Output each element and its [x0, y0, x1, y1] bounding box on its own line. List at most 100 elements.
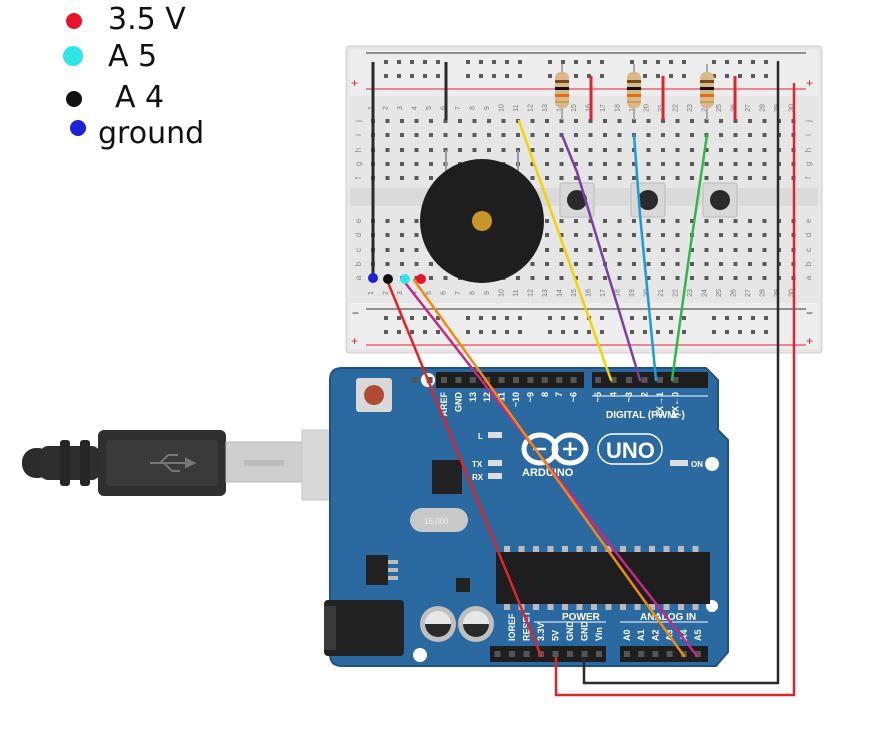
hole [603, 233, 607, 237]
hole [690, 219, 694, 223]
column-number: 14 [557, 289, 564, 297]
hole [545, 219, 549, 223]
rail-hole [436, 74, 440, 78]
header-hole[interactable] [513, 377, 519, 383]
analog-pin-label: A0 [622, 629, 632, 641]
hole [414, 119, 419, 123]
hole [733, 233, 738, 237]
header-hole[interactable] [527, 377, 534, 383]
wire-red-3v3[interactable] [385, 278, 543, 658]
hole [704, 162, 709, 166]
header-hole[interactable] [523, 651, 530, 657]
header-hole[interactable] [441, 377, 447, 383]
column-number: 16 [586, 104, 593, 112]
push-button-1[interactable] [559, 182, 595, 218]
hole [733, 276, 738, 280]
legend-label-ground: ground [98, 116, 204, 151]
header-hole[interactable] [552, 651, 559, 657]
rail-hole [712, 74, 716, 78]
piezo-buzzer[interactable] [420, 159, 544, 283]
hole [617, 148, 622, 152]
led-on-label: ON [691, 460, 703, 469]
row-letter: h [354, 148, 363, 152]
rail-hole [518, 74, 522, 78]
wire-orange[interactable] [412, 278, 686, 658]
column-number: 28 [760, 289, 767, 297]
header-hole[interactable] [412, 377, 419, 383]
hole [574, 119, 578, 123]
header-hole[interactable] [626, 377, 632, 383]
header-hole[interactable] [610, 377, 617, 383]
hole [690, 176, 694, 180]
header-hole[interactable] [509, 651, 515, 657]
header-hole[interactable] [494, 651, 501, 657]
header-hole[interactable] [695, 651, 701, 657]
hole [603, 148, 607, 152]
hole [559, 248, 564, 252]
rail-hole [397, 74, 401, 78]
wire-purple[interactable] [560, 133, 642, 382]
digital-pin-label: AREF [439, 391, 449, 416]
arduino-logo-text: ARDUINO [522, 467, 574, 479]
hole [545, 233, 549, 237]
resistor-1[interactable] [555, 64, 569, 120]
hole [646, 176, 651, 180]
hole [632, 119, 636, 123]
wire-green[interactable] [670, 133, 709, 382]
header-hole[interactable] [581, 651, 588, 657]
header-hole[interactable] [672, 377, 679, 383]
header-hole[interactable] [426, 377, 433, 383]
hole [617, 276, 622, 280]
wire-black-loop[interactable] [582, 60, 780, 685]
chip-pin [591, 546, 597, 552]
rail-hole [643, 60, 647, 64]
resistor-2[interactable] [627, 64, 641, 120]
rail-hole [423, 74, 427, 78]
push-button-2[interactable] [630, 182, 666, 218]
hole [719, 148, 723, 152]
hole [443, 133, 448, 137]
header-hole[interactable] [455, 377, 462, 383]
header-hole[interactable] [596, 651, 602, 657]
column-number: 6 [441, 291, 448, 295]
digital-pin-label: ~3 [624, 392, 634, 402]
header-hole[interactable] [641, 377, 648, 383]
header-hole[interactable] [638, 651, 645, 657]
header-hole[interactable] [469, 377, 476, 383]
wire-yellow[interactable] [517, 119, 613, 382]
column-number: 8 [470, 106, 477, 110]
power-jack[interactable] [324, 600, 404, 656]
resistor-3[interactable] [700, 64, 714, 120]
column-number: 7 [455, 291, 462, 295]
wire-red-loop[interactable] [554, 82, 796, 697]
reset-button[interactable] [356, 378, 392, 412]
hole [748, 248, 752, 252]
column-number: 27 [745, 289, 752, 297]
header-hole[interactable] [498, 377, 505, 383]
push-button-3[interactable] [702, 182, 738, 218]
header-hole[interactable] [657, 377, 663, 383]
rail-hole [587, 74, 591, 78]
hole [675, 248, 680, 252]
column-number: 9 [484, 106, 491, 110]
header-hole[interactable] [652, 651, 659, 657]
hole [400, 162, 404, 166]
bottom-header-holes [494, 651, 701, 657]
header-hole[interactable] [570, 377, 577, 383]
header-hole[interactable] [666, 651, 673, 657]
header-hole[interactable] [595, 377, 601, 383]
rail-hole [384, 316, 388, 320]
legend-item-a5: A 5 [63, 39, 157, 74]
header-hole[interactable] [541, 377, 548, 383]
hole [675, 119, 680, 123]
header-hole[interactable] [556, 377, 563, 383]
hole [617, 233, 622, 237]
rail-hole [764, 74, 768, 78]
rail-hole [548, 74, 552, 78]
header-hole[interactable] [567, 651, 573, 657]
hole [588, 219, 593, 223]
wire-blue[interactable] [632, 133, 658, 382]
digital-pin-label: ~9 [525, 392, 535, 402]
header-hole[interactable] [624, 651, 630, 657]
